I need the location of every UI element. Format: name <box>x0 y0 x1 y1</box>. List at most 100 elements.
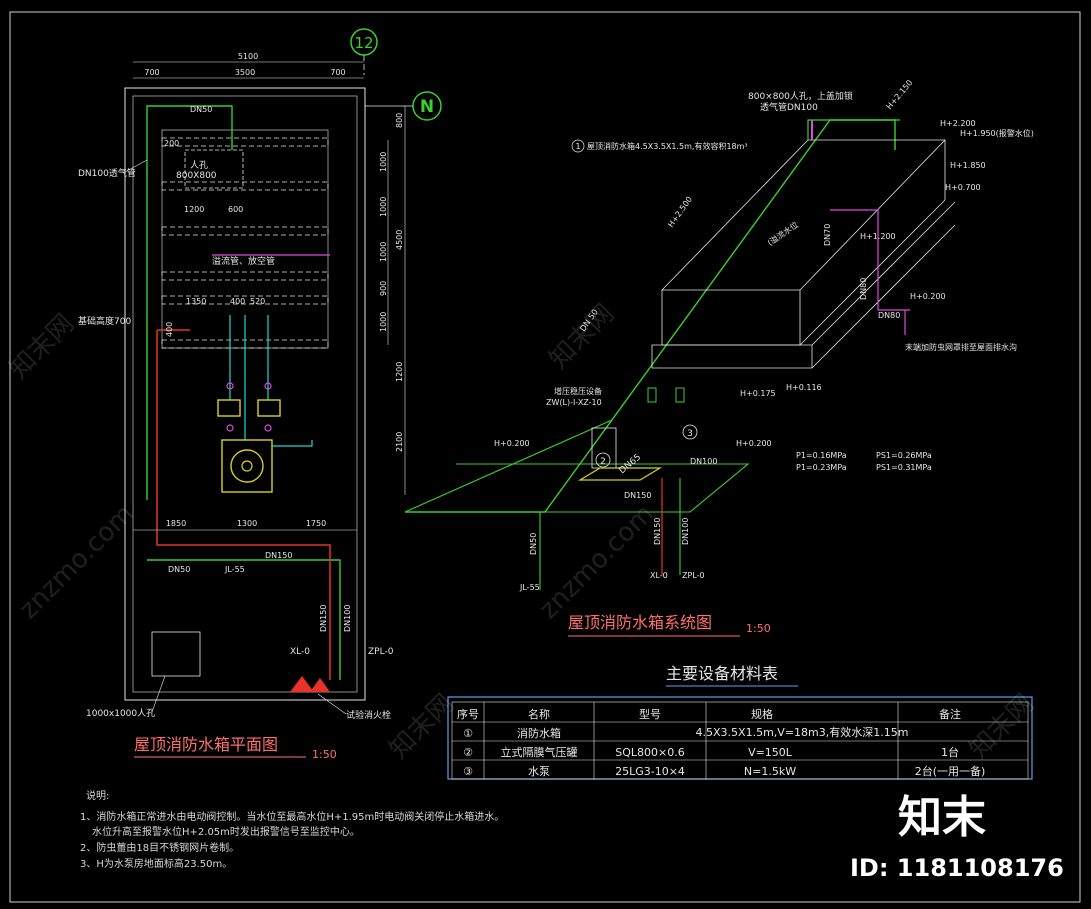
dim-r-1000b: 1000 <box>379 197 388 217</box>
row2-spec: V=150L <box>748 746 793 759</box>
dim-1200: 1200 <box>184 205 204 214</box>
drawing-frame <box>9 11 1081 903</box>
jl55-label: JL-55 <box>224 565 245 574</box>
small-dim-200: 200 <box>164 139 179 148</box>
note-line-3: 2、防虫薑由18目不锈钢网片卷制。 <box>80 841 239 854</box>
dim-bottom-2: 1300 <box>237 519 257 528</box>
pump-1 <box>217 399 241 417</box>
room-outline <box>124 87 366 701</box>
pump-number: 3 <box>687 429 693 439</box>
overflow-level-label: (溢流水位 <box>765 219 800 247</box>
row3-index: ③ <box>463 765 473 778</box>
dn80-v-label: DN80 <box>859 278 868 300</box>
system-scale: 1:50 <box>746 622 771 635</box>
tank-note: 屋顶消防水箱4.5X3.5X1.5m,有效容积18m³ <box>587 141 748 151</box>
ps2-label: PS1=0.31MPa <box>876 463 932 472</box>
pump-unit-1 <box>647 387 657 403</box>
vent-pipe <box>146 105 233 500</box>
table-title: 主要设备材料表 <box>666 664 778 683</box>
dim-right: 700 <box>330 68 345 77</box>
watermark-site-cn-1: 知末网 <box>4 309 80 385</box>
dim-bottom-3: 1750 <box>306 519 326 528</box>
test-hydrant-label: 试验消火栓 <box>346 709 391 721</box>
room-inner-outline <box>132 95 358 693</box>
test-hydrant-icon-2 <box>310 678 330 692</box>
dn50-v-label-system: DN50 <box>529 533 538 555</box>
right-dims: 800 1000 1000 1000 900 1000 1200 2100 45… <box>379 113 404 452</box>
table-grid <box>452 702 1028 779</box>
watermark-site-cn-3: 知末网 <box>384 689 460 765</box>
th-model: 型号 <box>639 707 661 721</box>
note-line-2: 水位升高至报警水位H+2.05m时发出报警信号至监控中心。 <box>92 825 360 838</box>
pump-skid <box>577 467 663 481</box>
drain-label: 末端加防虫网罩排至屋面排水沟 <box>905 342 1017 352</box>
dn150-v-label-system: DN150 <box>653 518 662 545</box>
plan-title: 屋顶消防水箱平面图 <box>134 735 278 754</box>
notes-heading: 说明: <box>86 789 109 802</box>
dim-mid: 3500 <box>235 68 255 77</box>
manhole-size: 800X800 <box>176 171 217 181</box>
pump-set-label: 增压稳压设备 <box>554 386 602 396</box>
dim-600: 600 <box>228 205 243 214</box>
dim-r-900: 900 <box>379 281 388 296</box>
row1-spec: 4.5X3.5X1.5m,V=18m3,有效水深1.15m <box>696 725 909 739</box>
level-h0200-left: H+0.200 <box>494 439 530 448</box>
th-name: 名称 <box>528 707 550 721</box>
dn80-label: DN80 <box>878 311 900 320</box>
row2-name: 立式隔膜气压罐 <box>501 745 578 759</box>
p1-label: P1=0.16MPa <box>796 451 847 460</box>
th-spec: 规格 <box>751 707 773 721</box>
dn150-v-label: DN150 <box>319 605 328 632</box>
tank-note-number: 1 <box>575 142 580 151</box>
row3-remark: 2台(一用一备) <box>915 764 986 778</box>
dn150-label: DN150 <box>265 551 292 560</box>
table-inner <box>451 701 1029 780</box>
dim-bottom-1: 1850 <box>166 519 186 528</box>
small-dim-400: 400 <box>165 322 174 337</box>
dn100-v-label-system: DN100 <box>681 518 690 545</box>
vent-pipe-top <box>807 119 900 140</box>
dim-r-1200: 1200 <box>395 362 404 382</box>
plan-scale: 1:50 <box>312 748 337 761</box>
level-h0200-mid: H+0.200 <box>736 439 772 448</box>
bottom-manhole-label: 1000x1000人孔 <box>86 708 155 719</box>
test-hydrant-icon-1 <box>290 676 314 692</box>
row2-remark: 1台 <box>941 745 959 759</box>
dn50-top-label: DN50 <box>190 105 212 114</box>
dn150-label-system: DN150 <box>624 491 651 500</box>
manhole-top-label: 800×800人孔，上盖加锁 <box>748 90 853 102</box>
overflow-label: 溢流管、放空管 <box>212 255 275 267</box>
dim-r-1000a: 1000 <box>379 152 388 172</box>
level-h0700: H+0.700 <box>945 183 981 192</box>
vent-label-system: 透气管DN100 <box>760 101 818 113</box>
note-line-4: 3、H为水泵房地面标高23.50m。 <box>80 857 232 870</box>
dim-520: 520 <box>250 297 265 306</box>
ps1-label: PS1=0.26MPa <box>876 451 932 460</box>
level-h1200: H+1.200 <box>860 232 896 241</box>
jl55-label-system: JL-55 <box>519 583 540 592</box>
system-title: 屋顶消防水箱系统图 <box>568 613 712 632</box>
tank-note-number-circle <box>571 139 585 153</box>
xl0-label: XL-0 <box>290 647 310 657</box>
watermark-id: ID: 1181108176 <box>850 854 1064 882</box>
watermark-brand: 知末 <box>898 792 986 843</box>
pressure-tank-base <box>221 439 273 493</box>
dn50-label: DN50 <box>168 565 190 574</box>
th-index: 序号 <box>457 707 479 721</box>
base-height-label: 基础高度700 <box>78 315 131 327</box>
dim-r-2100: 2100 <box>395 432 404 452</box>
system-tank <box>651 139 956 369</box>
pressure-tank <box>230 449 264 483</box>
row3-spec: N=1.5kW <box>744 765 796 778</box>
vent-label: DN100透气管 <box>78 167 136 179</box>
dim-r-1000c: 1000 <box>379 242 388 262</box>
system-loop-pipe <box>456 463 750 513</box>
pump-unit-2 <box>675 387 685 403</box>
dim-left: 700 <box>144 68 159 77</box>
system-view: 2 3 800×800人孔，上盖加锁 透气管DN100 1 屋顶消防水箱4.5X… <box>404 78 1034 637</box>
dim-r-4500: 4500 <box>395 230 404 250</box>
pump-model-label: ZW(L)-I-XZ-10 <box>546 398 602 407</box>
p2-label: P1=0.23MPa <box>796 463 847 472</box>
th-remark: 备注 <box>939 707 961 721</box>
